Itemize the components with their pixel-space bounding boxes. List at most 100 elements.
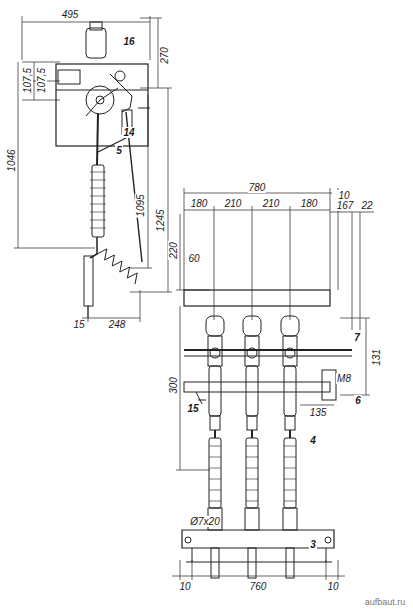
hinge — [210, 416, 220, 430]
dimension-value: 107,5 — [23, 66, 34, 93]
drive-shaft — [184, 349, 352, 351]
insulator-rib — [90, 172, 106, 173]
insulator-rib — [209, 468, 221, 469]
fuse-holder — [245, 508, 259, 530]
lower-contact — [84, 256, 93, 306]
lower-insulator — [209, 438, 221, 508]
insulator-rib — [284, 446, 296, 447]
terminal — [211, 548, 219, 578]
drive-frame — [56, 64, 148, 146]
scale-plate — [58, 70, 80, 84]
dimension-value: 780 — [248, 182, 267, 193]
spring-arm — [110, 74, 132, 112]
insulator-rib — [246, 457, 258, 458]
arc-spring — [97, 249, 137, 284]
dimension-value: 10 — [178, 581, 191, 592]
dimension-value: 10 — [326, 581, 339, 592]
insulator-rib — [90, 188, 106, 189]
upper-contact — [206, 316, 224, 336]
callout-number: 3 — [309, 539, 317, 550]
upper-insulator — [284, 366, 296, 416]
insulator-rib — [284, 457, 296, 458]
contact-block — [208, 336, 222, 366]
dimension-value: 300 — [168, 376, 179, 395]
bracket — [322, 370, 336, 400]
callout-number: 6 — [354, 395, 362, 406]
dimension-value: 1095 — [135, 193, 146, 217]
dimension-value: 1046 — [6, 148, 17, 172]
insulator-rib — [246, 501, 258, 502]
insulator-rib — [246, 446, 258, 447]
insulator-rib — [90, 204, 106, 205]
top-contact — [86, 28, 106, 58]
callout-number: 16 — [122, 36, 135, 47]
hinge — [285, 416, 295, 430]
insulator-rib — [90, 228, 106, 229]
dimension-value: 180 — [300, 198, 319, 209]
upper-insulator — [209, 366, 221, 416]
dimension-value: 760 — [249, 581, 268, 592]
terminal — [286, 548, 294, 578]
dimension-value: 107,5 — [37, 66, 48, 93]
callout-number: 7 — [353, 332, 361, 343]
insulator-rib — [284, 490, 296, 491]
shaft-lever — [247, 348, 257, 358]
side-view — [14, 16, 172, 322]
upper-contact — [281, 316, 299, 336]
callout-number: 5 — [115, 145, 123, 156]
dimension-value: 180 — [190, 198, 209, 209]
insulators — [208, 430, 297, 578]
front-view — [172, 188, 374, 580]
dimension-value: 60 — [187, 253, 200, 264]
shaft-lever — [285, 348, 295, 358]
shaft-lever — [210, 348, 220, 358]
contact-block — [245, 336, 259, 366]
upper-contact — [243, 316, 261, 336]
lower-insulator — [246, 438, 258, 508]
insulator-rib — [90, 180, 106, 181]
insulator-rib — [284, 479, 296, 480]
dimension-value: 270 — [159, 46, 170, 65]
dimension-value: 131 — [371, 348, 382, 367]
lower-insulator — [284, 438, 296, 508]
dimension-value: 210 — [262, 198, 281, 209]
dimension-value: Ø7x20 — [189, 516, 220, 527]
dimension-value: 135 — [309, 407, 328, 418]
dimension-value: 15 — [72, 319, 85, 330]
callout-number: 14 — [122, 127, 135, 138]
dimension-value: 495 — [61, 9, 80, 20]
watermark: aufbaut.ru — [364, 597, 407, 608]
insulator-rib — [209, 446, 221, 447]
dimension-value: 220 — [168, 241, 179, 260]
blade-rod — [97, 114, 98, 165]
dimension-lines — [172, 188, 374, 580]
side-insulator — [92, 165, 104, 237]
insulator-rib — [90, 196, 106, 197]
dimension-lines — [14, 16, 172, 322]
dimension-value: M8 — [336, 373, 352, 384]
insulator-rib — [246, 490, 258, 491]
upper-contacts — [206, 316, 299, 430]
fuse-holder — [283, 508, 297, 530]
insulator-rib — [209, 457, 221, 458]
dimension-value: 167 — [336, 200, 355, 211]
hinge — [247, 416, 257, 430]
dimension-value: 1245 — [155, 208, 166, 232]
insulator-rib — [246, 479, 258, 480]
insulator-rib — [209, 490, 221, 491]
dimension-value: 248 — [108, 319, 127, 330]
insulator-rib — [246, 468, 258, 469]
callout-number: 4 — [309, 435, 317, 446]
dimension-value: 22 — [360, 200, 373, 211]
dimension-value: 210 — [224, 198, 243, 209]
top-frame — [184, 290, 330, 306]
callout-number: 15 — [186, 403, 199, 414]
insulator-rib — [90, 220, 106, 221]
contact-block — [283, 336, 297, 366]
insulator-rib — [209, 479, 221, 480]
upper-insulator — [246, 366, 258, 416]
insulator-rib — [209, 501, 221, 502]
insulator-rib — [90, 212, 106, 213]
insulator-rib — [284, 468, 296, 469]
